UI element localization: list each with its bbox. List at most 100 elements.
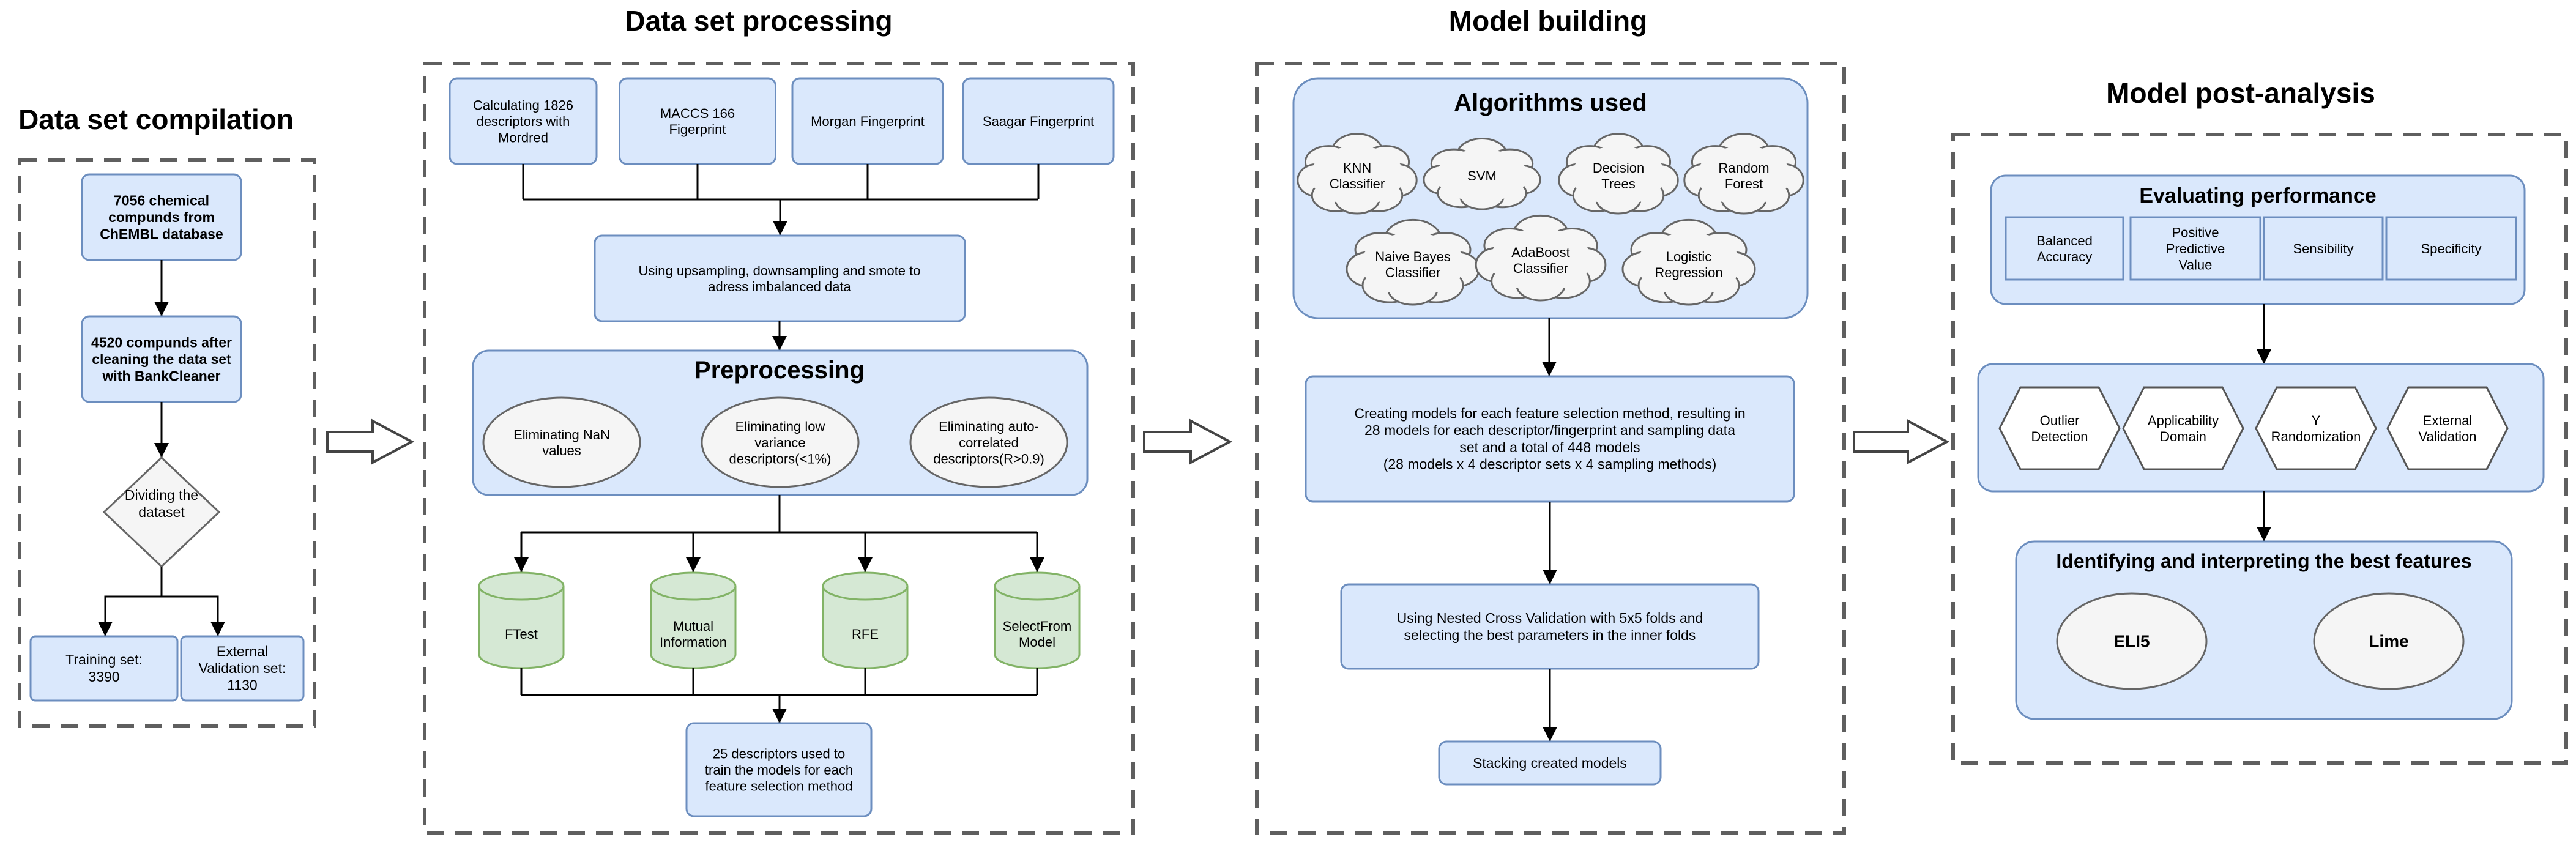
cleaned-text-line: 4520 compunds after: [91, 334, 232, 350]
algorithm-cloud-7: [1621, 218, 1756, 306]
validation-text-4-line: Validation: [2419, 429, 2477, 444]
cylinder-top: [822, 571, 909, 601]
cloud-core: [1489, 228, 1592, 292]
descriptor-text-4-line: Saagar Fingerprint: [983, 114, 1094, 129]
models-text-line: set and a total of 448 models: [1459, 439, 1640, 455]
source-text-line: ChEMBL database: [100, 226, 223, 242]
algorithm-text-2-line: SVM: [1467, 168, 1497, 184]
arrow-selection-result-head: [772, 709, 787, 723]
preprocess-text-3-line: descriptors(R>0.9): [933, 451, 1044, 466]
building-frame: [1255, 62, 1846, 835]
arrow-selection-2-head: [686, 557, 701, 572]
preprocess-text-3-line: correlated: [959, 435, 1019, 450]
arrow-selection-1-head: [514, 557, 529, 572]
cleaned-text-line: cleaning the data set: [92, 351, 231, 367]
tool-text-2: Lime: [2369, 632, 2408, 651]
tool-ellipse-1: [2056, 592, 2208, 690]
cloud-core: [1697, 146, 1791, 206]
selection-text-4-line: Model: [1019, 634, 1055, 650]
processing-title: Data set processing: [625, 5, 892, 37]
algorithm-text-2: SVM: [1467, 168, 1497, 184]
features-title: Identifying and interpreting the best fe…: [2056, 550, 2471, 572]
algorithm-cloud-5: [1346, 218, 1480, 306]
models-text-line: Creating models for each feature selecti…: [1354, 406, 1745, 422]
models-text-line: (28 models x 4 descriptor sets x 4 sampl…: [1383, 456, 1717, 472]
validation-text-3-line: Y: [2312, 412, 2321, 428]
preprocess-text-2-line: descriptors(<1%): [729, 451, 832, 466]
algorithm-text-4-line: Forest: [1725, 176, 1763, 192]
algorithm-text-6-line: AdaBoost: [1511, 244, 1569, 259]
tool-ellipse-2: [2313, 592, 2465, 690]
selection-text-1-line: FTest: [505, 627, 538, 642]
algorithm-text-6-line: Classifier: [1513, 261, 1568, 276]
evaluation-title: Evaluating performance: [2139, 184, 2376, 207]
cleaned-text-line: with BankCleaner: [102, 368, 221, 384]
cv-text-line: selecting the best parameters in the inn…: [1404, 627, 1696, 643]
metric-box-3: [2263, 216, 2384, 281]
preprocess-text-2-line: Eliminating low: [735, 418, 825, 434]
arrow-source-cleaned-head: [154, 302, 169, 316]
algorithm-text-3-line: Trees: [1601, 176, 1635, 192]
arrow-eval-validation-head: [2257, 349, 2271, 364]
arrow-algorithms-models-head: [1542, 362, 1557, 376]
stacking-text: Stacking created models: [1473, 755, 1627, 771]
descriptor-text-1-line: Mordred: [498, 130, 548, 145]
preprocessing-title: Preprocessing: [694, 357, 865, 384]
algorithm-text-7-line: Logistic: [1666, 248, 1712, 264]
metric-text-4: Specificity: [2421, 241, 2481, 256]
validation-text-4-line: External: [2423, 412, 2473, 428]
arrow-validation-features-head: [2257, 527, 2271, 541]
tool-text-1: ELI5: [2113, 632, 2150, 651]
arrow-building-post: [1853, 418, 1950, 465]
cv-text: Using Nested Cross Validation with 5x5 f…: [1397, 610, 1703, 643]
selection-cylinder-3: [822, 571, 909, 669]
selection-cylinder-1: [478, 571, 565, 669]
validation-hex-2: [2122, 386, 2244, 470]
algorithm-cloud-2: [1423, 138, 1541, 210]
metric-box-1: [2005, 216, 2124, 281]
arrow-cleaned-split-head: [154, 443, 169, 458]
arrow-compilation-processing: [326, 418, 415, 465]
balancing-text: Using upsampling, downsampling and smote…: [638, 262, 920, 294]
external-text-line: 1130: [227, 677, 257, 693]
arrow-cv-stacking-head: [1543, 727, 1557, 742]
arrow-models-cv-head: [1543, 570, 1557, 584]
selection-text-2-line: Information: [660, 634, 727, 650]
balancing-text-line: Using upsampling, downsampling and smote…: [638, 262, 920, 278]
arrow-split-training-head: [98, 622, 113, 636]
building-title: Model building: [1449, 5, 1648, 37]
descriptor-text-3: Morgan Fingerprint: [811, 114, 925, 129]
post-frame: [1951, 133, 2568, 765]
metric-text-3-line: Sensibility: [2293, 241, 2353, 256]
source-text-line: compunds from: [108, 209, 215, 225]
validation-text-1-line: Outlier: [2040, 412, 2080, 428]
algorithm-text-3-line: Decision: [1593, 160, 1644, 175]
algorithm-cloud-3: [1558, 133, 1679, 215]
arrow-descriptors-balancing-head: [773, 221, 787, 236]
metric-text-2-line: Value: [2179, 257, 2213, 272]
validation-text-3-line: Randomization: [2271, 429, 2361, 444]
algorithms-title: Algorithms used: [1454, 89, 1647, 116]
metric-box-2: [2129, 216, 2261, 281]
arrow-selection-3-head: [858, 557, 873, 572]
cloud-core: [1361, 232, 1465, 296]
selection-text-3: RFE: [852, 627, 879, 642]
preprocess-text-1-line: Eliminating NaN: [513, 426, 610, 442]
selection-text-3-line: RFE: [852, 627, 879, 642]
arrow-selection-4-head: [1030, 557, 1044, 572]
result-box: [685, 722, 873, 817]
post-title: Model post-analysis: [2106, 77, 2375, 109]
validation-hex-1: [1998, 386, 2121, 470]
stacking-text-line: Stacking created models: [1473, 755, 1627, 771]
metric-text-1-line: Accuracy: [2037, 249, 2092, 264]
